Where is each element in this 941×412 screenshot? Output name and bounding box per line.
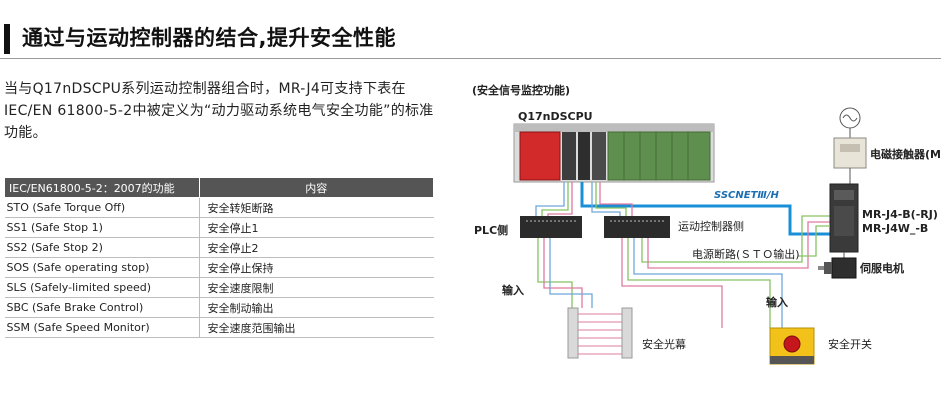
cpu-module [519, 131, 561, 181]
function-cell: SOS (Safe operating stop) [4, 257, 200, 278]
input-label-1: 输入 [502, 284, 524, 297]
motion-terminal-block [604, 216, 670, 238]
header-function: IEC/EN61800-5-2：2007的功能 [4, 177, 200, 198]
plc-rack [513, 123, 715, 183]
table-header-row: IEC/EN61800-5-2：2007的功能 内容 [4, 177, 434, 198]
safety-switch-label: 安全开关 [828, 338, 872, 351]
magnetic-contactor [833, 137, 867, 169]
table-row: SS1 (Safe Stop 1)安全停止1 [4, 217, 434, 238]
function-cell: SLS (Safely-limited speed) [4, 277, 200, 298]
motion-cpu-module [562, 132, 576, 180]
function-cell: SS1 (Safe Stop 1) [4, 217, 200, 238]
safety-switch-icon [769, 327, 815, 365]
sscnet-label: SSCNETⅢ/H [714, 190, 779, 201]
servo-motor-label: 伺服电机 [860, 262, 904, 275]
function-cell: STO (Safe Torque Off) [4, 197, 200, 218]
amplifier-label-2: MR-J4W_-B [862, 222, 929, 235]
cpu-label: Q17nDSCPU [518, 110, 593, 123]
diagram-graphics [513, 107, 867, 365]
sto-output-line [798, 225, 830, 257]
content-cell: 安全停止2 [199, 237, 434, 258]
content-cell: 安全转矩断路 [199, 197, 434, 218]
motion-side-label: 运动控制器侧 [678, 220, 744, 233]
safety-system-diagram: (安全信号监控功能) Q17nDSCPU PLC侧 运动控制器侧 SSCNETⅢ… [452, 66, 941, 412]
table-row: STO (Safe Torque Off)安全转矩断路 [4, 197, 434, 218]
function-cell: SSM (Safe Speed Monitor) [4, 317, 200, 338]
function-cell: SS2 (Safe Stop 2) [4, 237, 200, 258]
content-cell: 安全速度范围输出 [199, 317, 434, 338]
table-row: SOS (Safe operating stop)安全停止保持 [4, 257, 434, 278]
intro-paragraph: 当与Q17nDSCPU系列运动控制器组合时，MR-J4可支持下表在IEC/EN … [4, 81, 434, 141]
function-cell: SBC (Safe Brake Control) [4, 297, 200, 318]
input-wires [537, 215, 830, 328]
io-modules [607, 131, 711, 181]
plc-side-label: PLC侧 [474, 224, 509, 237]
content-cell: 安全制动输出 [199, 297, 434, 318]
light-curtain-label: 安全光幕 [642, 338, 686, 351]
table-row: SS2 (Safe Stop 2)安全停止2 [4, 237, 434, 258]
content-cell: 安全速度限制 [199, 277, 434, 298]
power-cut-label: 电源断路(ＳＴＯ输出) [692, 248, 800, 261]
input-label-2: 输入 [766, 296, 788, 309]
table-row: SBC (Safe Brake Control)安全制动输出 [4, 297, 434, 318]
table-row: SSM (Safe Speed Monitor)安全速度范围输出 [4, 317, 434, 338]
contactor-label: 电磁接触器(MC) [870, 148, 941, 161]
title-accent-bar [4, 24, 10, 54]
sscnet-cable [580, 182, 830, 236]
amplifier-label-1: MR-J4-B(-RJ) [862, 208, 938, 221]
io-wires [535, 182, 633, 216]
content-cell: 安全停止保持 [199, 257, 434, 278]
servo-motor-icon [818, 257, 857, 279]
title-bar: 通过与运动控制器的结合,提升安全性能 [0, 20, 941, 60]
title-divider [0, 58, 941, 59]
page-title: 通过与运动控制器的结合,提升安全性能 [22, 26, 396, 50]
table-row: SLS (Safely-limited speed)安全速度限制 [4, 277, 434, 298]
diagram-caption: (安全信号监控功能) [472, 84, 571, 97]
light-curtain-icon [567, 307, 633, 359]
plc-terminal-block [520, 216, 582, 238]
header-content: 内容 [198, 177, 434, 198]
content-cell: 安全停止1 [199, 217, 434, 238]
safety-function-table: IEC/EN61800-5-2：2007的功能 内容 STO (Safe Tor… [4, 177, 434, 338]
